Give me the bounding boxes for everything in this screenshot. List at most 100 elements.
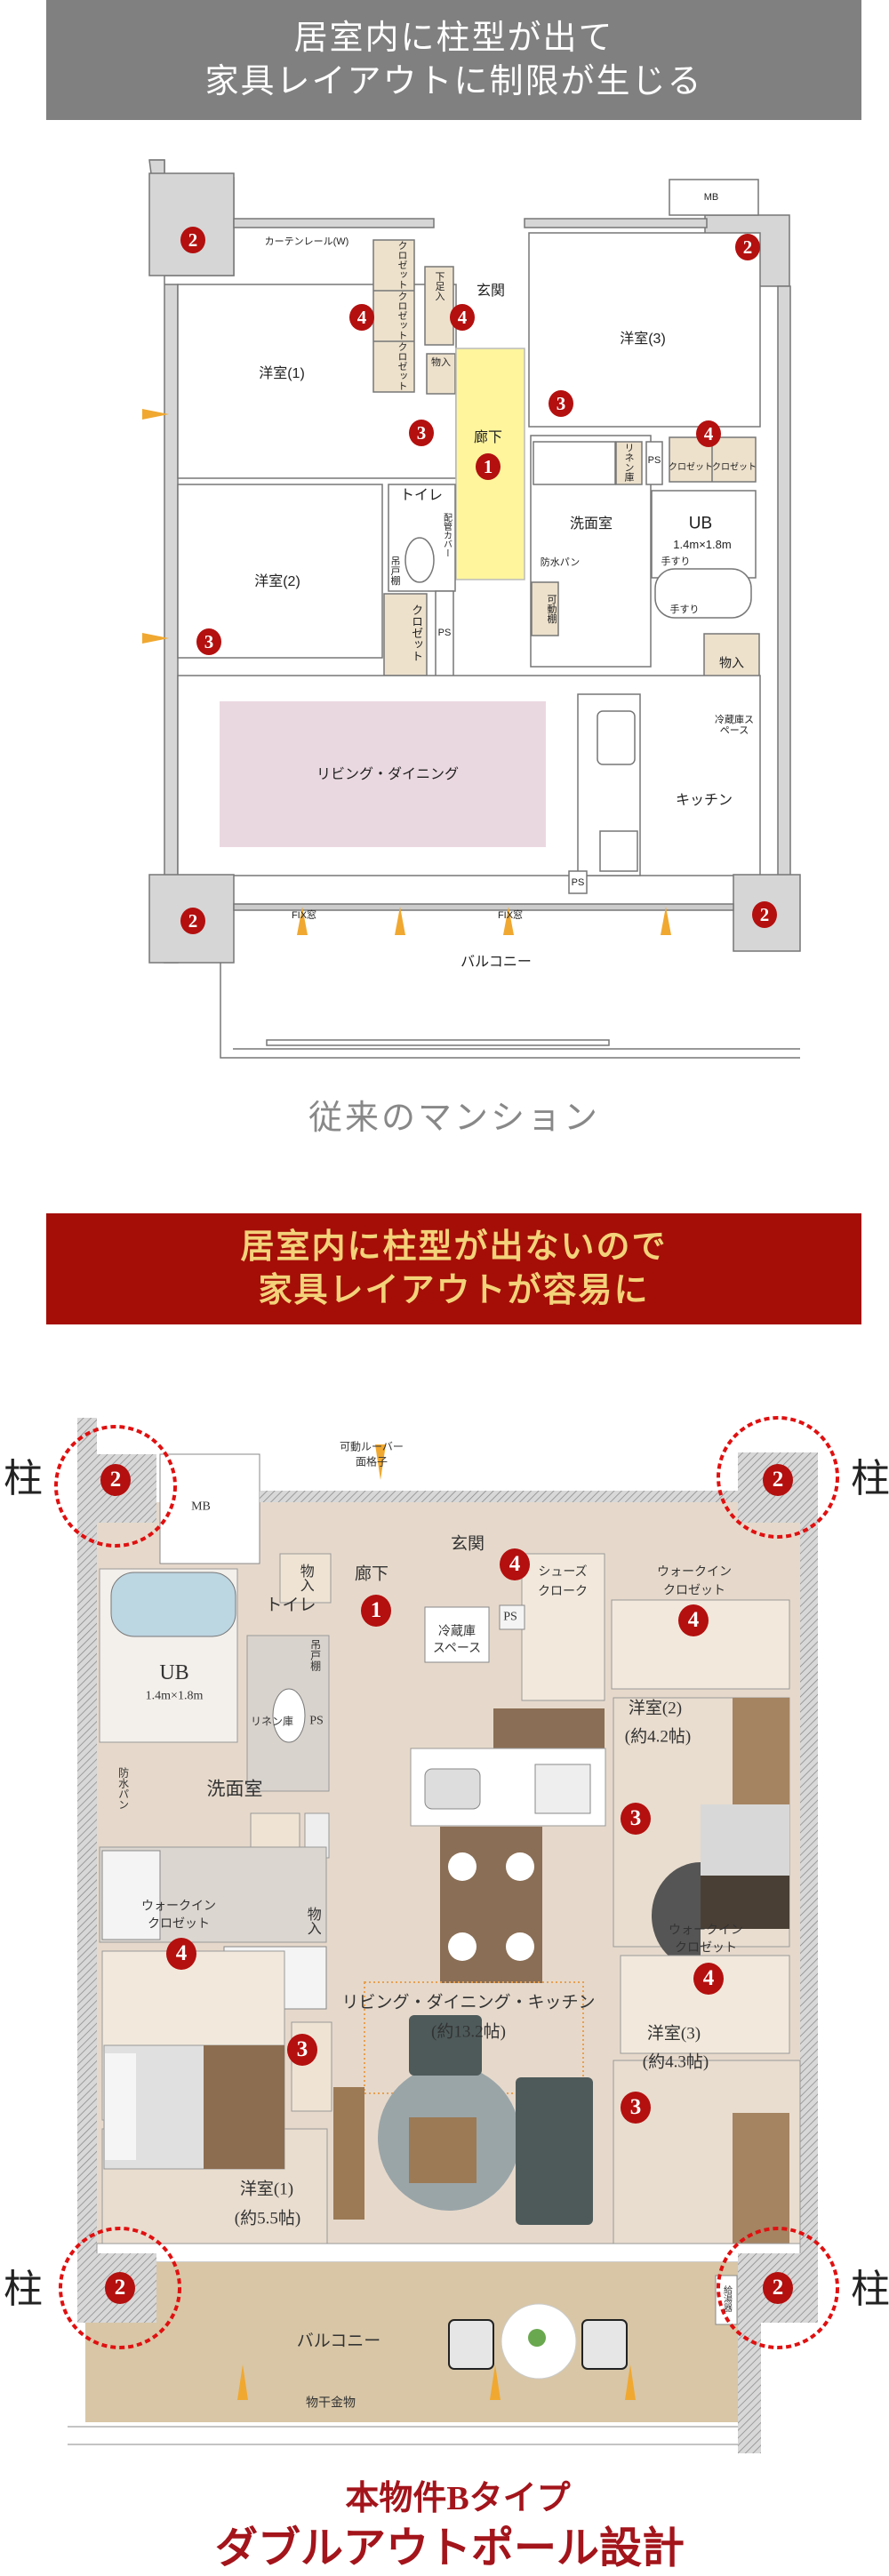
- pillar-highlight: [59, 2227, 181, 2349]
- marker-closet: 4: [450, 304, 475, 331]
- ldk-label: リビング・ダイニング・キッチン: [341, 1993, 596, 2012]
- coffee-table: [409, 2117, 477, 2183]
- bed-blanket: [204, 2045, 284, 2169]
- toilet-label: トイレ: [265, 1596, 316, 1615]
- movable-shelf-label: 可動棚: [546, 594, 557, 624]
- room3-label: 洋室(3): [620, 332, 666, 348]
- banner-line-1: 居室内に柱型が出て: [293, 19, 614, 57]
- outer-wall: [800, 1523, 818, 2262]
- pillar-label: 柱: [851, 2267, 889, 2311]
- walk-in-closet-label: ウォークイン: [657, 1565, 732, 1580]
- bathtub: [654, 568, 752, 619]
- b-type-title: 本物件Bタイプ: [345, 2480, 571, 2518]
- water-heater: [715, 2275, 738, 2325]
- sink: [597, 710, 636, 765]
- marker-pillar: 2: [763, 1464, 793, 1496]
- pillar-highlight: [717, 2227, 839, 2349]
- entrance-label: 玄関: [450, 1534, 485, 1554]
- room1-label: 洋室(1): [259, 366, 305, 382]
- pillar-highlight: [54, 1425, 177, 1548]
- bathtub: [110, 1572, 236, 1637]
- ps-label: PS: [437, 627, 452, 638]
- hallway-label: 廊下: [354, 1564, 389, 1584]
- fridge-space-label: 冷蔵庫スペース: [715, 714, 754, 736]
- balcony-chair: [581, 2319, 628, 2370]
- marker-door: 3: [287, 2034, 317, 2066]
- room2-label: 洋室(2): [254, 574, 300, 590]
- marker-pillar: 2: [180, 227, 205, 253]
- mb-box: [669, 179, 759, 216]
- vanity: [533, 441, 616, 485]
- shoe-box-label: 下足入: [434, 271, 445, 301]
- marker-pillar: 2: [763, 2272, 793, 2304]
- room3-size-label: (約4.3帖): [642, 2052, 709, 2072]
- marker-pillar: 2: [180, 908, 205, 934]
- balcony-chair: [448, 2319, 494, 2370]
- hanging-shelf-label: 吊戸棚: [308, 1639, 322, 1671]
- fridge-space: [424, 1606, 490, 1663]
- marker-door: 3: [409, 420, 434, 446]
- balcony-label: バルコニー: [296, 2332, 381, 2351]
- entrance-label: 玄関: [476, 284, 506, 300]
- linen: [615, 441, 643, 485]
- outer-wall: [149, 159, 179, 964]
- shoe-cloak-label: シューズ: [538, 1565, 588, 1580]
- storage-label: 物入: [304, 1907, 320, 1935]
- marker-door: 3: [621, 1803, 651, 1835]
- top-wall: [524, 218, 708, 228]
- pillar: [148, 172, 235, 276]
- waterproof-pan-label: 防水パン: [540, 556, 581, 568]
- room1-size-label: (約5.5帖): [234, 2209, 301, 2228]
- fridge-space-label: 冷蔵庫: [438, 1625, 476, 1639]
- room3-label: 洋室(3): [646, 2024, 701, 2044]
- marker-closet: 4: [693, 1963, 724, 1995]
- closet-label: クロゼット: [669, 462, 713, 473]
- b-type-floor-plan: [54, 1416, 839, 2453]
- bed-blanket: [701, 1876, 789, 1929]
- waterproof-pan-label: 防水パン: [116, 1767, 130, 1810]
- room2-size-label: (約4.2帖): [624, 1727, 692, 1747]
- banner-line-1: 居室内に柱型が出ないので: [240, 1228, 668, 1266]
- linen-label: リネン庫: [250, 1715, 294, 1728]
- louver-label: 可動ルーバー: [340, 1440, 404, 1453]
- fix-window-label: FIX窓: [497, 909, 524, 921]
- hallway-label: 廊下: [473, 430, 503, 446]
- ub-size-label: 1.4m×1.8m: [673, 537, 732, 551]
- louver-label: 面格子: [355, 1455, 388, 1468]
- pillow: [105, 2053, 136, 2160]
- balcony-label: バルコニー: [461, 955, 532, 971]
- bottom-wall: [96, 2243, 801, 2263]
- shoe-box: [424, 266, 454, 346]
- ldk-size-label: (約13.2帖): [431, 2022, 506, 2042]
- storage-label: 物入: [297, 1564, 313, 1592]
- ub-size-label: 1.4m×1.8m: [145, 1689, 204, 1703]
- pillar-highlight: [717, 1416, 839, 1539]
- marker-pillar: 2: [735, 234, 760, 260]
- banner-line-2: 家具レイアウトが容易に: [258, 1271, 650, 1309]
- ps-label: PS: [503, 1610, 517, 1624]
- walk-in-closet-label: クロゼット: [663, 1584, 725, 1598]
- closet-label: クロゼット: [396, 240, 408, 290]
- ventilation-arrows: [142, 409, 671, 935]
- marker-pillar: 2: [100, 1464, 131, 1496]
- handrail-label: 手すり: [661, 556, 691, 567]
- ps-label: PS: [571, 876, 585, 888]
- conventional-caption: 従来のマンション: [308, 1100, 601, 1138]
- hanging-shelf-label: 吊戸棚: [389, 556, 401, 586]
- mb-label: MB: [703, 191, 719, 203]
- sink: [424, 1768, 481, 1810]
- pillar-label: 柱: [851, 1456, 889, 1500]
- pillar-label: 柱: [4, 2267, 43, 2311]
- drying-hardware-label: 物干金物: [306, 2396, 356, 2411]
- shoe-cloak-label: クローク: [538, 1585, 588, 1599]
- water-heater-label: 給湯器: [721, 2285, 732, 2312]
- living-dining-label: リビング・ダイニング: [316, 767, 460, 783]
- storage: [426, 353, 456, 395]
- pillar-label: 柱: [4, 1456, 43, 1500]
- dining-table: [440, 1827, 542, 1983]
- conventional-banner: 居室内に柱型が出て 家具レイアウトに制限が生じる: [46, 0, 861, 120]
- balcony: [85, 2262, 738, 2422]
- mb-label: MB: [191, 1500, 211, 1514]
- closet: [372, 239, 415, 393]
- room1-label: 洋室(1): [239, 2180, 294, 2199]
